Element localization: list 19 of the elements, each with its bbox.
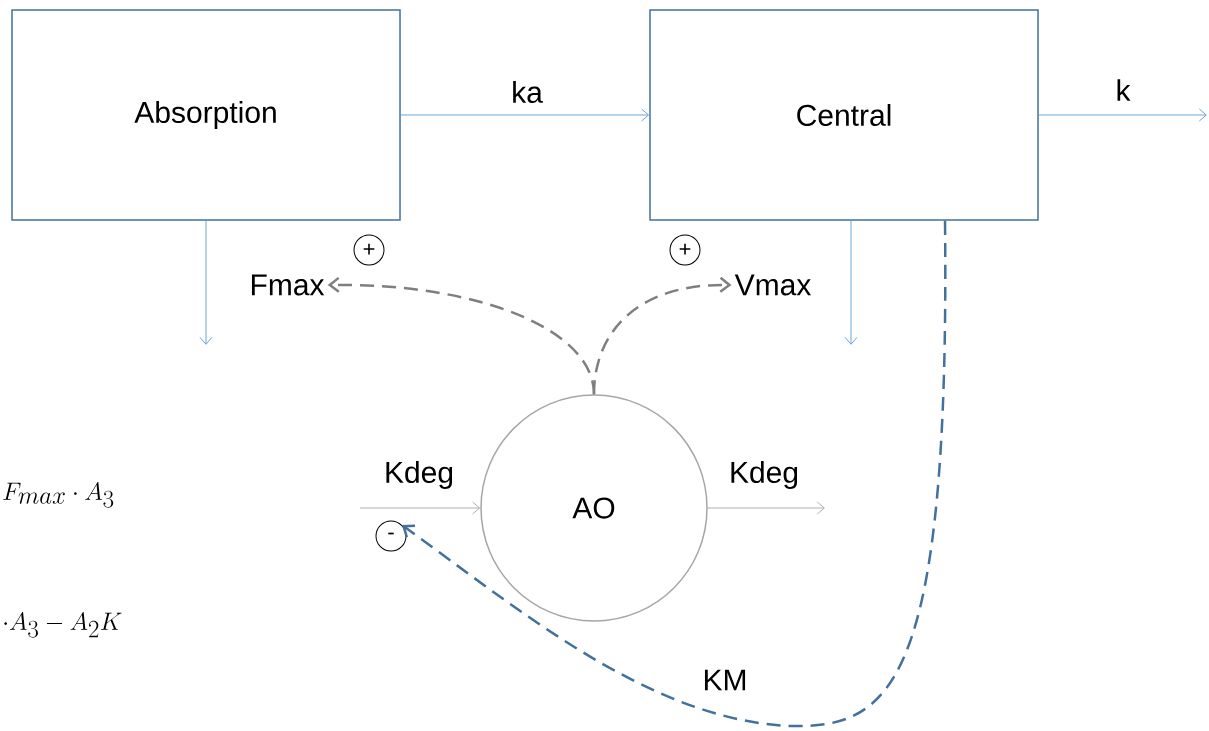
compartment-box: Absorption	[11, 9, 401, 221]
parameter-label: Vmax	[734, 274, 812, 296]
arrow	[1038, 108, 1207, 122]
compartment-box: Central	[649, 9, 1039, 221]
arrow	[844, 220, 858, 345]
edge-label: ka	[509, 79, 545, 105]
arrow	[707, 501, 825, 515]
arrow	[592, 276, 732, 395]
equation-fragment: $F_{max} \cdot A_3$	[3, 482, 114, 508]
arrow	[199, 220, 213, 345]
arrow	[359, 501, 480, 515]
parameter-label: Fmax	[251, 274, 325, 296]
edge-label: Kdeg	[382, 459, 457, 491]
equation-fragment: $\cdot A_3 - A_2K$	[4, 612, 122, 638]
edge-label: KM	[700, 667, 750, 693]
arrow	[401, 220, 947, 728]
edge-label: k	[1113, 77, 1133, 103]
edge-label: Kdeg	[727, 459, 802, 491]
arrow	[400, 108, 650, 122]
